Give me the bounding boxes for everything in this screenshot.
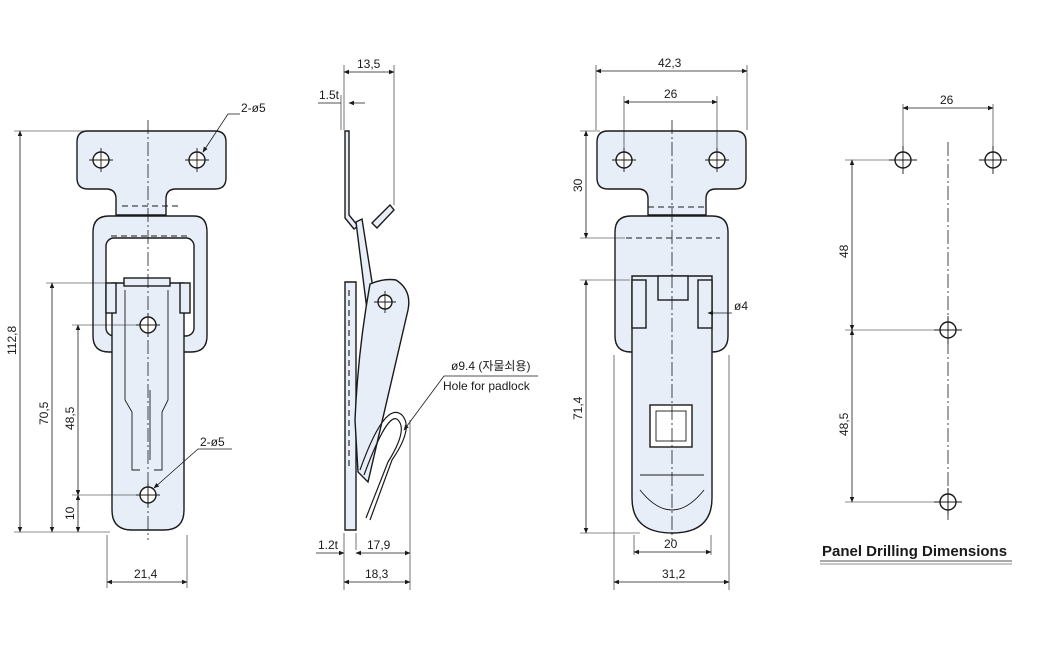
back-dim-d4-label: ø4 [734, 299, 748, 313]
front-hinge-left [105, 282, 117, 314]
back-knuckle-left [631, 279, 647, 329]
drill-title: Panel Drilling Dimensions [822, 543, 1007, 560]
front-dim-112-label: 112,8 [5, 326, 19, 355]
side-dim-135-label: 13,5 [357, 57, 381, 71]
front-hinge-right [179, 282, 191, 314]
side-lever [354, 278, 410, 484]
side-padlock-note: Hole for padlock [443, 379, 531, 393]
back-ext-lines [580, 65, 748, 590]
drilling-view: 26 48 48,5 Panel Drilling Dimensions [820, 93, 1012, 565]
front-dim-705-label: 70,5 [37, 401, 51, 425]
side-shackle-tip [371, 203, 395, 230]
front-dim-485-label: 48,5 [63, 406, 77, 430]
front-leader-top [202, 113, 240, 153]
back-center-plate [657, 275, 689, 301]
front-dim-10-label: 10 [63, 506, 77, 520]
front-dim-214-label: 21,4 [134, 567, 158, 581]
front-base-plate [76, 130, 227, 216]
back-dim-312-label: 31,2 [662, 567, 686, 581]
front-holes-bottom-label: 2-ø5 [200, 435, 225, 449]
side-spring [359, 411, 407, 521]
drill-dim-485-label: 48,5 [837, 412, 851, 436]
side-dim-179-label: 17,9 [367, 538, 391, 552]
back-dim-423-label: 42,3 [658, 56, 682, 70]
side-lever-hole-cross [374, 291, 396, 313]
back-dim-714-label: 71,4 [571, 396, 585, 420]
side-bottom-plate [344, 281, 357, 531]
side-base-plate [344, 130, 360, 230]
front-leader-bottom [153, 448, 232, 489]
back-dim-20-label: 20 [664, 537, 678, 551]
front-view: 2-ø5 2-ø5 112,8 70,5 48,5 10 21,4 [5, 101, 266, 588]
front-holes-top-label: 2-ø5 [241, 101, 266, 115]
back-knuckle-right [697, 279, 713, 329]
drill-dim-48-label: 48 [837, 244, 851, 258]
side-padlock-leader [403, 375, 538, 431]
front-hinge-cap [123, 277, 171, 287]
front-ext-lines [14, 130, 188, 588]
back-square-window-inner [655, 410, 687, 442]
back-dim-30-label: 30 [571, 178, 585, 192]
back-square-window [649, 404, 693, 448]
back-base-plate [596, 130, 747, 216]
side-dim-183-label: 18,3 [365, 567, 389, 581]
drill-dim-26-label: 26 [940, 93, 954, 107]
side-padlock-dia: ø9.4 (자물쇠용) [451, 359, 531, 373]
side-dim-15t-label: 1.5t [319, 88, 340, 102]
back-dim-26-label: 26 [664, 87, 678, 101]
back-hole-crosses [612, 148, 729, 172]
drill-ext-lines [845, 104, 994, 503]
side-dim-12t-label: 1.2t [318, 538, 339, 552]
back-view: 42,3 26 30 71,4 ø4 20 31,2 [571, 56, 748, 590]
front-lever-lines [124, 290, 169, 471]
side-view: 13,5 1.5t 1.2t 17,9 18,3 ø9.4 (자물쇠용) Hol… [316, 57, 538, 590]
